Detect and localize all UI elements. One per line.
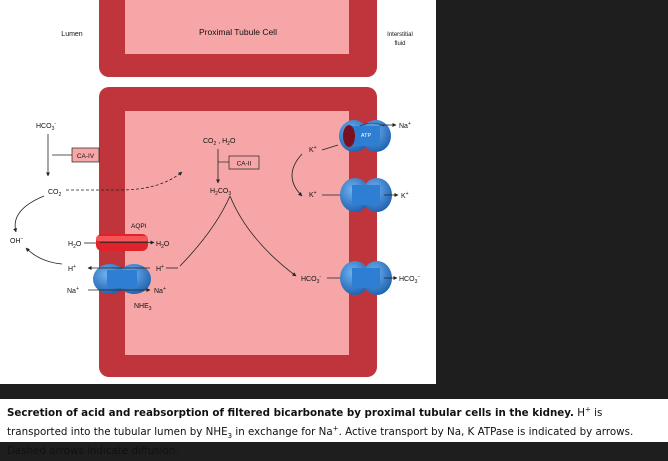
upper-cell: [99, 0, 377, 77]
proximal-tubule-diagram: Lumen Proximal Tubule Cell Interstitial …: [10, 0, 420, 377]
hco3-cell-label: HCO3-: [301, 274, 321, 285]
nhe3-exchanger: [93, 264, 151, 294]
atp-label: ATP: [361, 133, 372, 139]
caption-text-3: in exchange for Na: [232, 426, 333, 438]
interstitial-label-line2: fluid: [394, 41, 405, 47]
co2-diffusion-arrow: [66, 171, 183, 191]
interstitial-label-line1: Interstitial: [387, 32, 413, 38]
na-lumen-label: Na+: [67, 286, 79, 295]
h2o-cell-label: H2O: [156, 241, 170, 250]
h-cell-label: H+: [156, 264, 164, 273]
caption-text-2: is transported into the tubular lumen by…: [7, 407, 603, 438]
h-lumen-label: H+: [68, 264, 76, 273]
ca-ii-enzyme: CA-II: [228, 155, 260, 170]
aquaporin-1-channel: [96, 234, 148, 251]
h2o-lumen-label: H2O: [68, 241, 82, 250]
k-channel: [340, 178, 392, 212]
caption-text-1: H: [573, 407, 586, 419]
co2-to-oh-arrow: [13, 195, 45, 233]
k-in-top-label: K+: [309, 145, 317, 154]
co2-lumen-label: CO2: [48, 189, 62, 198]
lumen-label: Lumen: [61, 31, 83, 38]
k-recycle-arrow: [291, 153, 303, 197]
proximal-tubule-cell: [99, 87, 377, 377]
ca-iv-label: CA-IV: [77, 153, 95, 160]
k-in-bottom-label: K+: [309, 190, 317, 199]
k-in-top-line: [321, 144, 339, 151]
nhe3-label: NHE3: [134, 303, 152, 312]
figure-caption: Secretion of acid and reabsorption of fi…: [0, 399, 668, 457]
ca-ii-label: CA-II: [237, 161, 252, 168]
na-cell-label: Na+: [154, 286, 166, 295]
aqp1-label: AQPI: [131, 223, 147, 230]
caption-sup-2: +: [332, 424, 339, 433]
h2co3-to-hco3-arrow: [229, 195, 297, 277]
h-oh-recombine-arrow: [25, 247, 63, 265]
oh-label: OH−: [10, 236, 24, 245]
caption-sup-1: +: [585, 405, 591, 414]
hco3-out-label: HCO3−: [399, 274, 420, 285]
k-out-label: K+: [401, 191, 409, 200]
na-k-atpase-pump: ATP: [339, 120, 391, 152]
hco3-lumen-label: HCO3-: [36, 121, 56, 132]
diagram-panel: Lumen Proximal Tubule Cell Interstitial …: [0, 0, 436, 384]
na-out-label: Na+: [399, 121, 411, 130]
ca-iv-enzyme: CA-IV: [71, 147, 100, 163]
bicarbonate-transporter: [340, 261, 392, 295]
co2-h2o-label: CO2 , H2O: [203, 138, 236, 147]
h2co3-label: H2CO3: [210, 188, 231, 197]
caption-sub-1: 3: [227, 432, 233, 441]
cell-title-label: Proximal Tubule Cell: [199, 27, 277, 37]
h2co3-to-h-arrow: [179, 195, 231, 267]
caption-bold: Secretion of acid and reabsorption of fi…: [7, 407, 574, 419]
